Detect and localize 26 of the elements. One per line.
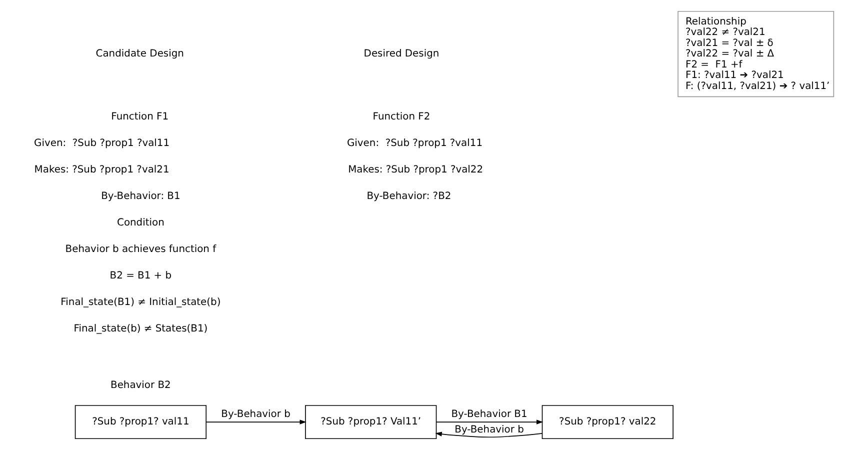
label: By-Behavior: ?B2 <box>366 191 452 202</box>
arrow <box>435 432 542 438</box>
node-box: Relationship ?val22 ≠ ?val21 ?val21 = ?val ± δ ?val22 = ?val ± Δ F2 = F1 +f F1: ?val11 ➔ ?val21 F: (?val11, ?val21) ➔ ? val11’ <box>678 10 834 98</box>
label: Function F1 <box>111 112 169 123</box>
edge-label: By-Behavior b <box>221 408 290 420</box>
label: Condition <box>117 217 164 228</box>
arrow <box>436 420 544 424</box>
label: Given: ?Sub ?prop1 ?val11 <box>34 138 170 150</box>
arrow <box>206 420 306 424</box>
node-box: ?Sub ?prop1? Val11’ <box>305 405 437 440</box>
edge-label: By-Behavior B1 <box>451 408 528 420</box>
label: Behavior B2 <box>110 380 171 391</box>
label: Final_state(B1) ≠ Initial_state(b) <box>60 296 221 308</box>
label: Behavior b achieves function f <box>65 244 216 255</box>
node-box: ?Sub ?prop1? val22 <box>542 405 674 440</box>
edge-label: By-Behavior b <box>454 424 524 436</box>
label: B2 = B1 + b <box>110 270 172 282</box>
label: Given: ?Sub ?prop1 ?val11 <box>346 138 483 150</box>
label: By-Behavior: B1 <box>101 191 180 202</box>
label: Candidate Design <box>96 48 184 60</box>
node-box: ?Sub ?prop1? val11 <box>74 405 207 440</box>
label: Makes: ?Sub ?prop1 ?val22 <box>348 164 484 176</box>
label: Desired Design <box>364 48 440 60</box>
label: Final_state(b) ≠ States(B1) <box>74 323 208 334</box>
label: Makes: ?Sub ?prop1 ?val21 <box>34 164 170 176</box>
label: Function F2 <box>372 112 430 123</box>
